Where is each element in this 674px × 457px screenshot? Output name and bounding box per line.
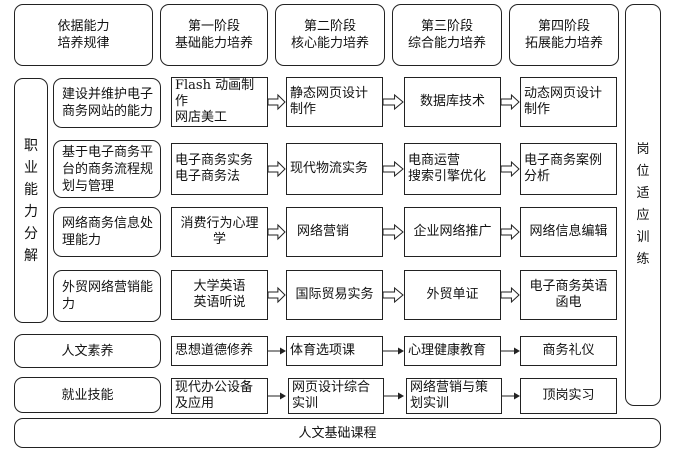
course-box-r1-c4: 动态网页设计制作 (520, 77, 617, 127)
course-box-r2-c2: 现代物流实务 (286, 143, 383, 195)
hollow-arrow-r4-g1 (267, 286, 286, 304)
course-label-r6-c3: 网络营销与策划实训 (410, 380, 489, 411)
ability-box-4: 外贸网络营销能力 (53, 270, 161, 322)
course-label-r3-c1: 消费行为心理学 (180, 216, 259, 247)
header-left-box: 依据能力 培养规律 (14, 4, 153, 66)
course-box-r3-c3: 企业网络推广 (404, 207, 501, 257)
hollow-arrow-r3-g2 (382, 223, 404, 241)
footer-label: 人文基础课程 (298, 425, 377, 441)
course-box-r2-c3: 电商运营 搜索引擎优化 (404, 143, 501, 195)
left-column-label: 职 业 能 力 分 解 (24, 137, 38, 264)
course-label-r1-c4: 动态网页设计制作 (524, 86, 603, 117)
line-arrow-head-r6-g2 (398, 392, 404, 400)
course-label-r2-c3: 电商运营 搜索引擎优化 (408, 153, 487, 184)
course-label-r1-c3: 数据库技术 (419, 94, 485, 109)
course-box-r5-c1: 思想道德修养 (171, 336, 268, 366)
hollow-arrow-r2-g1 (267, 160, 286, 178)
humanities-label-box: 人文素养 (14, 334, 161, 368)
course-label-r6-c1: 现代办公设备及应用 (175, 380, 254, 411)
course-box-r6-c4: 顶岗实习 (520, 378, 617, 414)
course-label-r2-c1: 电子商务实务 电子商务法 (175, 153, 254, 184)
course-label-r3-c2: 网络营销 (297, 224, 350, 239)
course-box-r3-c4: 网络信息编辑 (520, 207, 617, 257)
footer-box: 人文基础课程 (14, 418, 661, 448)
course-box-r3-c2: 网络营销 (286, 207, 383, 257)
stage-2-box: 第二阶段 核心能力培养 (275, 4, 385, 66)
ability-box-1: 建设并维护电子商务网站的能力 (53, 78, 161, 128)
course-box-r5-c3: 心理健康教育 (404, 336, 501, 366)
ability-label-2: 基于电子商务平台的商务流程规划与管理 (62, 144, 154, 194)
right-column-label: 岗 位 适 应 训 练 (636, 142, 650, 267)
course-label-r6-c2: 网页设计综合实训 (292, 380, 371, 411)
course-label-r3-c3: 企业网络推广 (413, 224, 492, 239)
course-label-r6-c4: 顶岗实习 (542, 388, 595, 403)
course-label-r3-c4: 网络信息编辑 (529, 224, 608, 239)
hollow-arrow-r2-g3 (500, 160, 520, 178)
course-box-r2-c4: 电子商务案例分析 (520, 143, 617, 195)
employment-label-box: 就业技能 (14, 377, 161, 413)
course-box-r4-c3: 外贸单证 (404, 270, 501, 320)
ability-box-2: 基于电子商务平台的商务流程规划与管理 (53, 140, 161, 198)
employment-label: 就业技能 (61, 387, 114, 403)
stage-2-label: 第二阶段 核心能力培养 (290, 19, 369, 51)
hollow-arrow-r4-g3 (500, 286, 520, 304)
humanities-label: 人文素养 (61, 343, 114, 359)
hollow-arrow-r1-g2 (382, 93, 404, 111)
ability-label-1: 建设并维护电子商务网站的能力 (62, 87, 154, 119)
course-box-r4-c1: 大学英语 英语听说 (171, 270, 268, 320)
course-box-r4-c2: 国际贸易实务 (286, 270, 383, 320)
course-label-r2-c4: 电子商务案例分析 (524, 153, 603, 184)
course-label-r4-c4: 电子商务英语函电 (529, 279, 608, 310)
hollow-arrow-r1-g1 (267, 93, 286, 111)
course-label-r4-c1: 大学英语 英语听说 (193, 279, 246, 310)
ability-box-3: 网络商务信息处理能力 (53, 207, 161, 257)
course-box-r5-c2: 体育选项课 (286, 336, 383, 366)
stage-3-box: 第三阶段 综合能力培养 (392, 4, 502, 66)
header-left-label: 依据能力 培养规律 (57, 19, 110, 51)
course-box-r5-c4: 商务礼仪 (520, 336, 617, 366)
stage-4-box: 第四阶段 拓展能力培养 (509, 4, 619, 66)
course-box-r1-c3: 数据库技术 (404, 77, 501, 127)
stage-1-label: 第一阶段 基础能力培养 (174, 19, 253, 51)
course-label-r4-c2: 国际贸易实务 (295, 287, 374, 302)
course-label-r5-c1: 思想道德修养 (175, 343, 254, 358)
hollow-arrow-r3-g3 (500, 223, 520, 241)
hollow-arrow-r3-g1 (267, 223, 286, 241)
course-label-r1-c2: 静态网页设计制作 (290, 86, 369, 117)
course-label-r4-c3: 外贸单证 (426, 287, 479, 302)
course-label-r5-c2: 体育选项课 (290, 343, 356, 358)
course-label-r1-c1: Flash 动画制作 网店美工 (175, 78, 255, 125)
stage-4-label: 第四阶段 拓展能力培养 (524, 19, 603, 51)
stage-3-label: 第三阶段 综合能力培养 (407, 19, 486, 51)
course-label-r2-c2: 现代物流实务 (290, 161, 369, 176)
ability-label-4: 外贸网络营销能力 (62, 280, 154, 312)
course-box-r6-c2: 网页设计综合实训 (288, 378, 384, 414)
course-box-r4-c4: 电子商务英语函电 (520, 270, 617, 320)
hollow-arrow-r2-g2 (382, 160, 404, 178)
course-box-r1-c2: 静态网页设计制作 (286, 77, 383, 127)
course-box-r3-c1: 消费行为心理学 (171, 207, 268, 257)
course-box-r6-c3: 网络营销与策划实训 (406, 378, 502, 414)
ability-label-3: 网络商务信息处理能力 (62, 216, 154, 248)
stage-1-box: 第一阶段 基础能力培养 (160, 4, 268, 66)
line-arrow-head-r6-g1 (280, 392, 286, 400)
course-label-r5-c3: 心理健康教育 (408, 343, 487, 358)
left-column-box: 职 业 能 力 分 解 (14, 78, 48, 323)
hollow-arrow-r4-g2 (382, 286, 404, 304)
hollow-arrow-r1-g3 (500, 93, 520, 111)
right-column-box: 岗 位 适 应 训 练 (625, 4, 661, 406)
course-label-r5-c4: 商务礼仪 (542, 343, 595, 358)
course-box-r6-c1: 现代办公设备及应用 (171, 378, 268, 414)
course-box-r1-c1: Flash 动画制作 网店美工 (171, 77, 268, 127)
course-box-r2-c1: 电子商务实务 电子商务法 (171, 143, 268, 195)
